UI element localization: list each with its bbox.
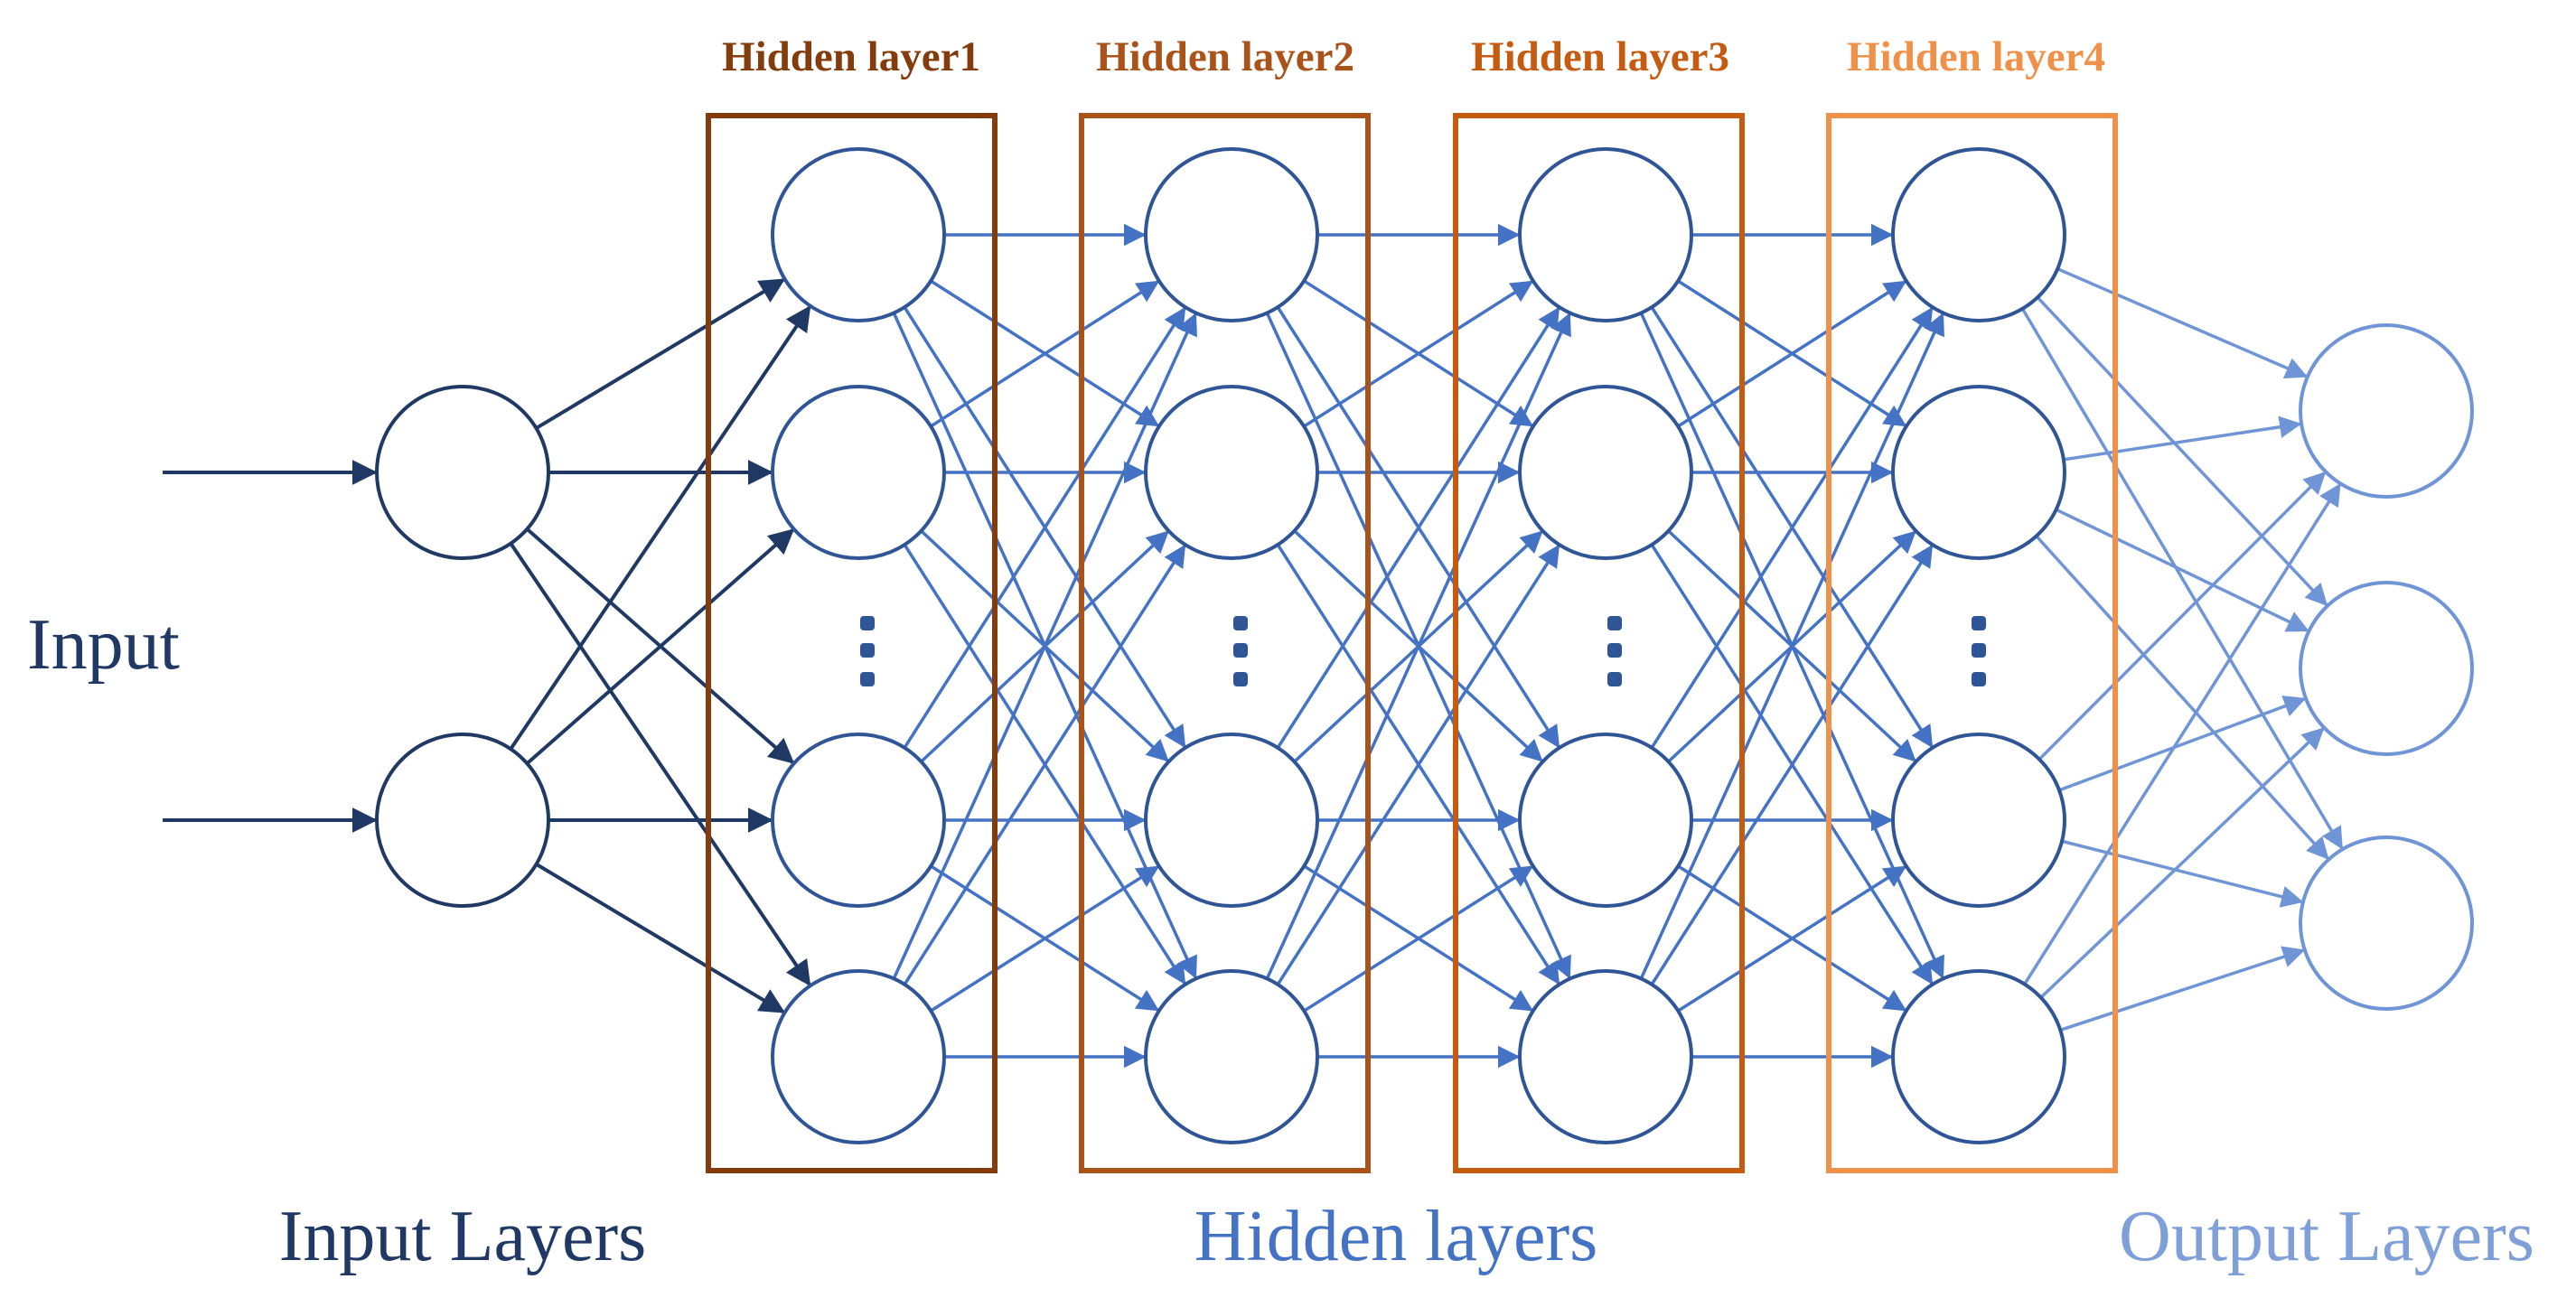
hidden-layer1-title: Hidden layer1	[722, 33, 980, 80]
edge-h4n1-out3	[2020, 307, 2344, 850]
hidden-layers-label: Hidden layers	[1194, 1197, 1598, 1276]
edge-h3n4-h4n1	[1639, 313, 1944, 980]
edge-h3n2-h4n1	[1677, 280, 1907, 428]
edge-input2-h1n1	[509, 305, 811, 751]
hidden2-node-4	[1144, 969, 1319, 1144]
edge-h2n4-h3n3	[1303, 865, 1534, 1013]
hidden1-node-4	[771, 969, 946, 1144]
edge-h1n4-h2n1	[892, 313, 1197, 980]
hidden3-node-2	[1518, 385, 1693, 560]
edge-h4n2-out1	[2063, 415, 2302, 462]
hidden-layer-boxes	[706, 113, 2118, 1173]
edge-input1-h1n4	[509, 542, 811, 986]
edge-input2-h1n4	[535, 863, 786, 1013]
edge-h3n4-h4n2	[1650, 544, 1934, 985]
hidden1-ellipsis-dot-1	[860, 616, 875, 630]
output-node-2	[2299, 581, 2474, 756]
edge-h4n3-out2	[2058, 696, 2307, 792]
hidden-layer4-box	[1826, 113, 2118, 1173]
edge-h1n4-h2n3	[930, 865, 1160, 1013]
edge-input1-h1n1	[535, 278, 786, 430]
hidden1-node-3	[771, 733, 946, 908]
edge-h1n4-h2n2	[903, 544, 1186, 985]
hidden4-ellipsis-dot-1	[1972, 616, 1986, 630]
edge-h4n2-out2	[2055, 508, 2309, 632]
hidden2-node-3	[1144, 733, 1319, 908]
hidden4-node-1	[1891, 147, 2066, 322]
edge-h2n4-h3n1	[1265, 313, 1571, 980]
hidden2-ellipsis-dot-3	[1233, 672, 1248, 686]
hidden4-ellipsis-dot-2	[1972, 643, 1986, 658]
hidden-layer2-title: Hidden layer2	[1096, 33, 1354, 80]
hidden1-node-1	[771, 147, 946, 322]
hidden1-node-2	[771, 385, 946, 560]
edge-h4n3-out1	[2037, 471, 2327, 761]
input-label: Input	[27, 605, 180, 685]
edge-h3n3-h4n1	[1650, 306, 1934, 749]
input-node-2	[375, 733, 550, 908]
hidden-layer1-box	[706, 113, 998, 1173]
hidden2-ellipsis-dot-1	[1233, 616, 1248, 630]
edge-h4n2-out3	[2035, 535, 2329, 860]
hidden1-ellipsis-dot-2	[860, 643, 875, 658]
edge-h2n2-h3n1	[1303, 280, 1534, 428]
hidden4-ellipsis-dot-3	[1972, 672, 1986, 686]
hidden4-node-3	[1891, 733, 2066, 908]
hidden-layer3-box	[1453, 113, 1745, 1173]
hidden-layer2-box	[1079, 113, 1371, 1173]
hidden3-node-3	[1518, 733, 1693, 908]
edge-input2-h1n2	[526, 528, 795, 765]
hidden3-node-4	[1518, 969, 1693, 1144]
hidden3-ellipsis-dot-2	[1607, 643, 1622, 658]
hidden-layer4-title: Hidden layer4	[1847, 33, 2105, 80]
hidden4-node-4	[1891, 969, 2066, 1144]
input-node-1	[375, 385, 550, 560]
edge-h2n3-h3n1	[1276, 306, 1560, 749]
edge-h4n3-out3	[2061, 839, 2304, 908]
input-layers-label: Input Layers	[279, 1197, 647, 1276]
hidden2-node-2	[1144, 385, 1319, 560]
output-node-1	[2299, 323, 2474, 499]
neurons	[375, 147, 2474, 1144]
edge-h1n2-h2n1	[930, 280, 1160, 428]
edge-h4n4-out2	[2039, 727, 2325, 999]
hidden2-node-1	[1144, 147, 1319, 322]
ellipsis-markers	[860, 616, 1986, 686]
edge-h4n4-out1	[2023, 482, 2341, 985]
edge-h4n1-out2	[2036, 296, 2328, 607]
edge-h3n4-h4n3	[1677, 865, 1907, 1013]
hidden2-ellipsis-dot-2	[1233, 643, 1248, 658]
connections	[163, 223, 2344, 1069]
edge-h4n1-out1	[2056, 267, 2309, 378]
hidden1-ellipsis-dot-3	[860, 672, 875, 686]
edge-h2n4-h3n2	[1276, 544, 1560, 985]
hidden3-node-1	[1518, 147, 1693, 322]
hidden-layer3-title: Hidden layer3	[1471, 33, 1729, 80]
output-node-3	[2299, 836, 2474, 1011]
hidden3-ellipsis-dot-3	[1607, 672, 1622, 686]
hidden4-node-2	[1891, 385, 2066, 560]
output-layers-label: Output Layers	[2119, 1197, 2534, 1276]
edge-h4n4-out3	[2059, 946, 2306, 1032]
edge-h1n3-h2n1	[903, 306, 1186, 749]
hidden3-ellipsis-dot-1	[1607, 616, 1622, 630]
